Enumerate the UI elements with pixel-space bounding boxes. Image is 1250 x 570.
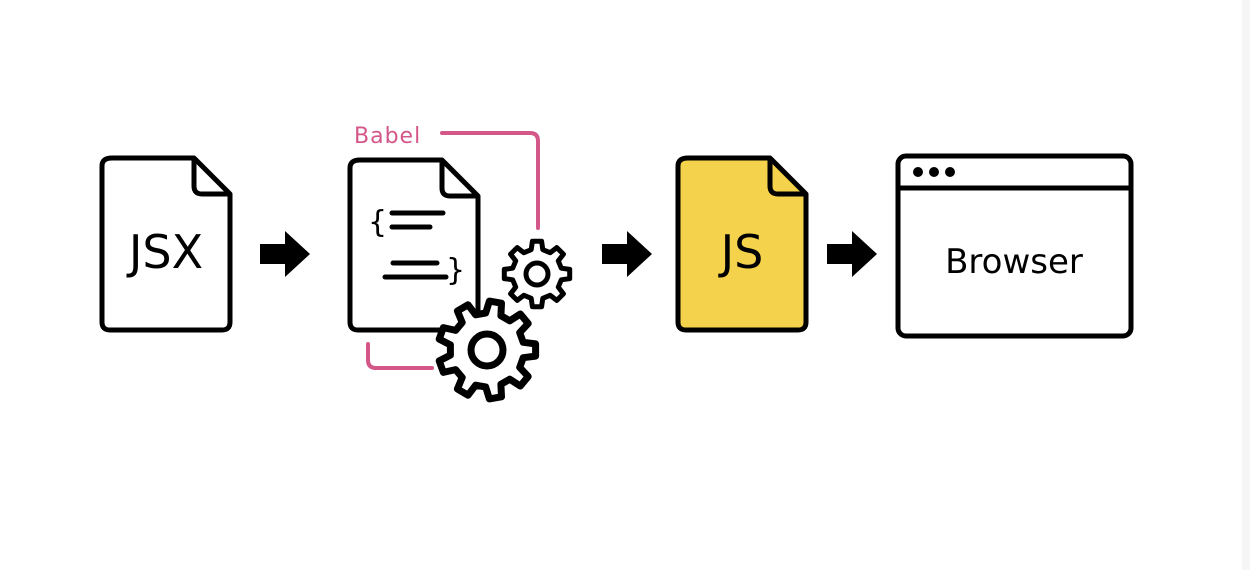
code-brace-close: } xyxy=(446,253,465,288)
gear-icon xyxy=(435,297,540,403)
browser-window-icon xyxy=(895,153,1134,339)
code-brace-open: { xyxy=(368,205,387,240)
jsx-file-icon xyxy=(99,155,233,333)
arrow-right-icon xyxy=(260,231,310,277)
arrow-right-icon xyxy=(602,231,652,277)
jsx-label: JSX xyxy=(126,225,203,279)
js-label: JS xyxy=(718,225,764,279)
js-file-icon xyxy=(675,155,809,333)
page-edge xyxy=(1242,0,1250,570)
arrow-right-icon xyxy=(827,231,877,277)
babel-bracket xyxy=(366,131,540,370)
browser-label: Browser xyxy=(945,242,1083,282)
babel-label: Babel xyxy=(354,124,421,149)
gear-icon xyxy=(501,238,573,310)
babel-file-icon xyxy=(347,157,481,333)
